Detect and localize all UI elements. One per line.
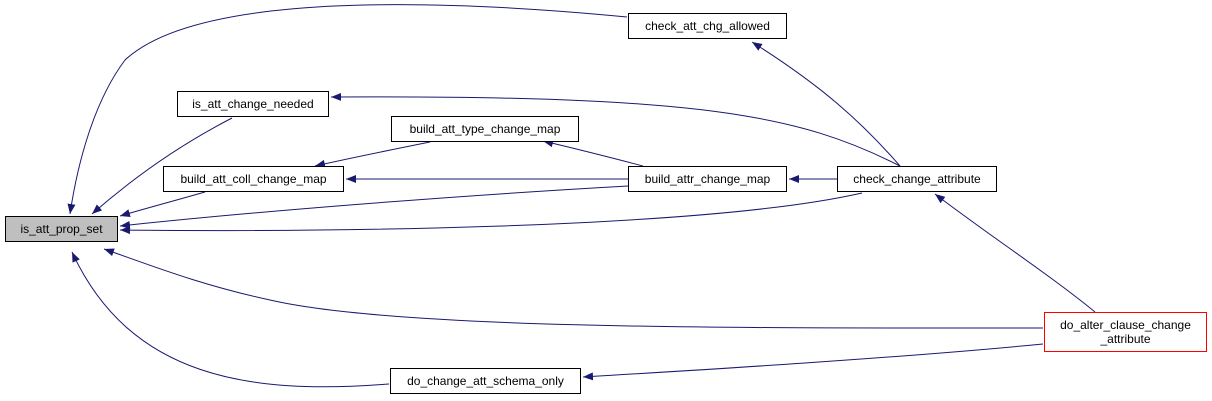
node-build-att-type-change-map[interactable]: build_att_type_change_map <box>391 116 579 142</box>
node-label: build_att_coll_change_map <box>180 172 327 186</box>
node-label: build_att_type_change_map <box>409 122 561 136</box>
node-label: is_att_prop_set <box>20 222 103 236</box>
node-label: check_att_chg_allowed <box>645 19 770 33</box>
node-label: build_attr_change_map <box>644 172 771 186</box>
edge-build-att-type-change-map-to-build-att-coll-change-map <box>314 141 431 168</box>
node-build-attr-change-map[interactable]: build_attr_change_map <box>628 166 787 192</box>
node-check-change-attribute[interactable]: check_change_attribute <box>837 166 997 192</box>
edges-layer <box>67 4 1096 388</box>
node-do-alter-clause-change-attribute[interactable]: do_alter_clause_change _attribute <box>1044 312 1207 352</box>
node-label: is_att_change_needed <box>192 97 314 111</box>
edge-check-change-attribute-to-is-att-change-needed <box>330 92 901 167</box>
edge-do-alter-clause-change-attribute-to-check-change-attribute <box>934 193 1096 313</box>
edge-do-alter-clause-change-attribute-to-do-change-att-schema-only <box>582 343 1044 381</box>
edge-is-att-change-needed-to-is-att-prop-set <box>91 117 233 215</box>
edge-check-att-chg-allowed-to-is-att-prop-set <box>67 4 628 215</box>
edge-do-change-att-schema-only-to-is-att-prop-set <box>71 251 390 388</box>
node-build-att-coll-change-map[interactable]: build_att_coll_change_map <box>163 166 344 192</box>
node-check-att-chg-allowed[interactable]: check_att_chg_allowed <box>628 13 787 39</box>
node-label: do_change_att_schema_only <box>407 374 564 388</box>
edge-build-attr-change-map-to-build-att-type-change-map <box>542 139 644 167</box>
edge-build-att-coll-change-map-to-is-att-prop-set <box>119 191 206 217</box>
node-label: check_change_attribute <box>853 172 981 186</box>
edge-check-change-attribute-to-check-att-chg-allowed <box>751 41 901 167</box>
edge-check-change-attribute-to-is-att-prop-set <box>119 192 863 235</box>
node-do-change-att-schema-only[interactable]: do_change_att_schema_only <box>390 368 581 394</box>
node-label-line2: _attribute <box>1100 332 1151 346</box>
edge-do-alter-clause-change-attribute-to-is-att-prop-set <box>103 248 1044 329</box>
edge-build-attr-change-map-to-is-att-prop-set <box>119 185 629 229</box>
node-label-line1: do_alter_clause_change <box>1060 318 1191 332</box>
node-is-att-change-needed[interactable]: is_att_change_needed <box>177 91 329 117</box>
node-is-att-prop-set: is_att_prop_set <box>5 216 118 242</box>
